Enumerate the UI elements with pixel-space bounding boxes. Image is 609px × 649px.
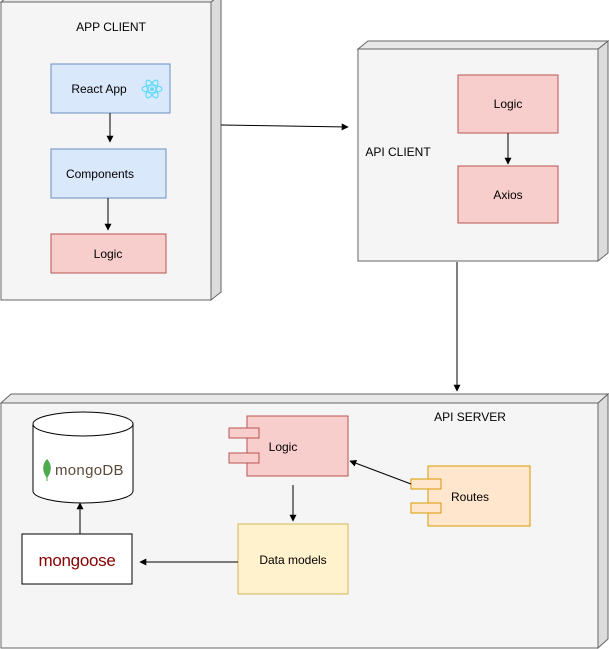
app-logic-node[interactable]: Logic [50, 233, 167, 274]
api-client-logic-node[interactable]: Logic [457, 74, 559, 134]
data-models-node[interactable]: Data models [237, 523, 349, 595]
app-client-label: APP CLIENT [76, 20, 146, 34]
server-logic-node[interactable]: Logic [228, 415, 349, 477]
api-client-label: API CLIENT [365, 145, 431, 159]
axios-label: Axios [493, 188, 522, 202]
mongodb-database[interactable]: mongoDB [32, 411, 134, 504]
mongodb-leaf-icon [43, 459, 51, 481]
routes-label: Routes [451, 490, 489, 504]
react-app-label: React App [71, 82, 127, 96]
components-node[interactable]: Components [50, 148, 167, 199]
mongoose-node[interactable]: mongoose [21, 533, 133, 585]
api-client-container[interactable]: API CLIENT [356, 39, 609, 263]
axios-node[interactable]: Axios [457, 165, 559, 224]
mongodb-logo-text: mongoDB [55, 462, 124, 479]
mongoose-logo-text: mongoose [39, 551, 116, 570]
data-models-label: Data models [259, 553, 326, 567]
api-client-logic-label: Logic [494, 97, 523, 111]
api-server-label: API SERVER [434, 410, 506, 424]
react-app-node[interactable]: React App [50, 63, 171, 114]
routes-node[interactable]: Routes [410, 465, 531, 527]
react-atom-icon [141, 79, 163, 99]
server-logic-label: Logic [269, 440, 298, 454]
app-logic-label: Logic [94, 247, 123, 261]
arrow-app-client-to-api-client [220, 123, 349, 131]
arrow-routes-to-logic [349, 459, 412, 485]
components-label: Components [66, 167, 134, 181]
